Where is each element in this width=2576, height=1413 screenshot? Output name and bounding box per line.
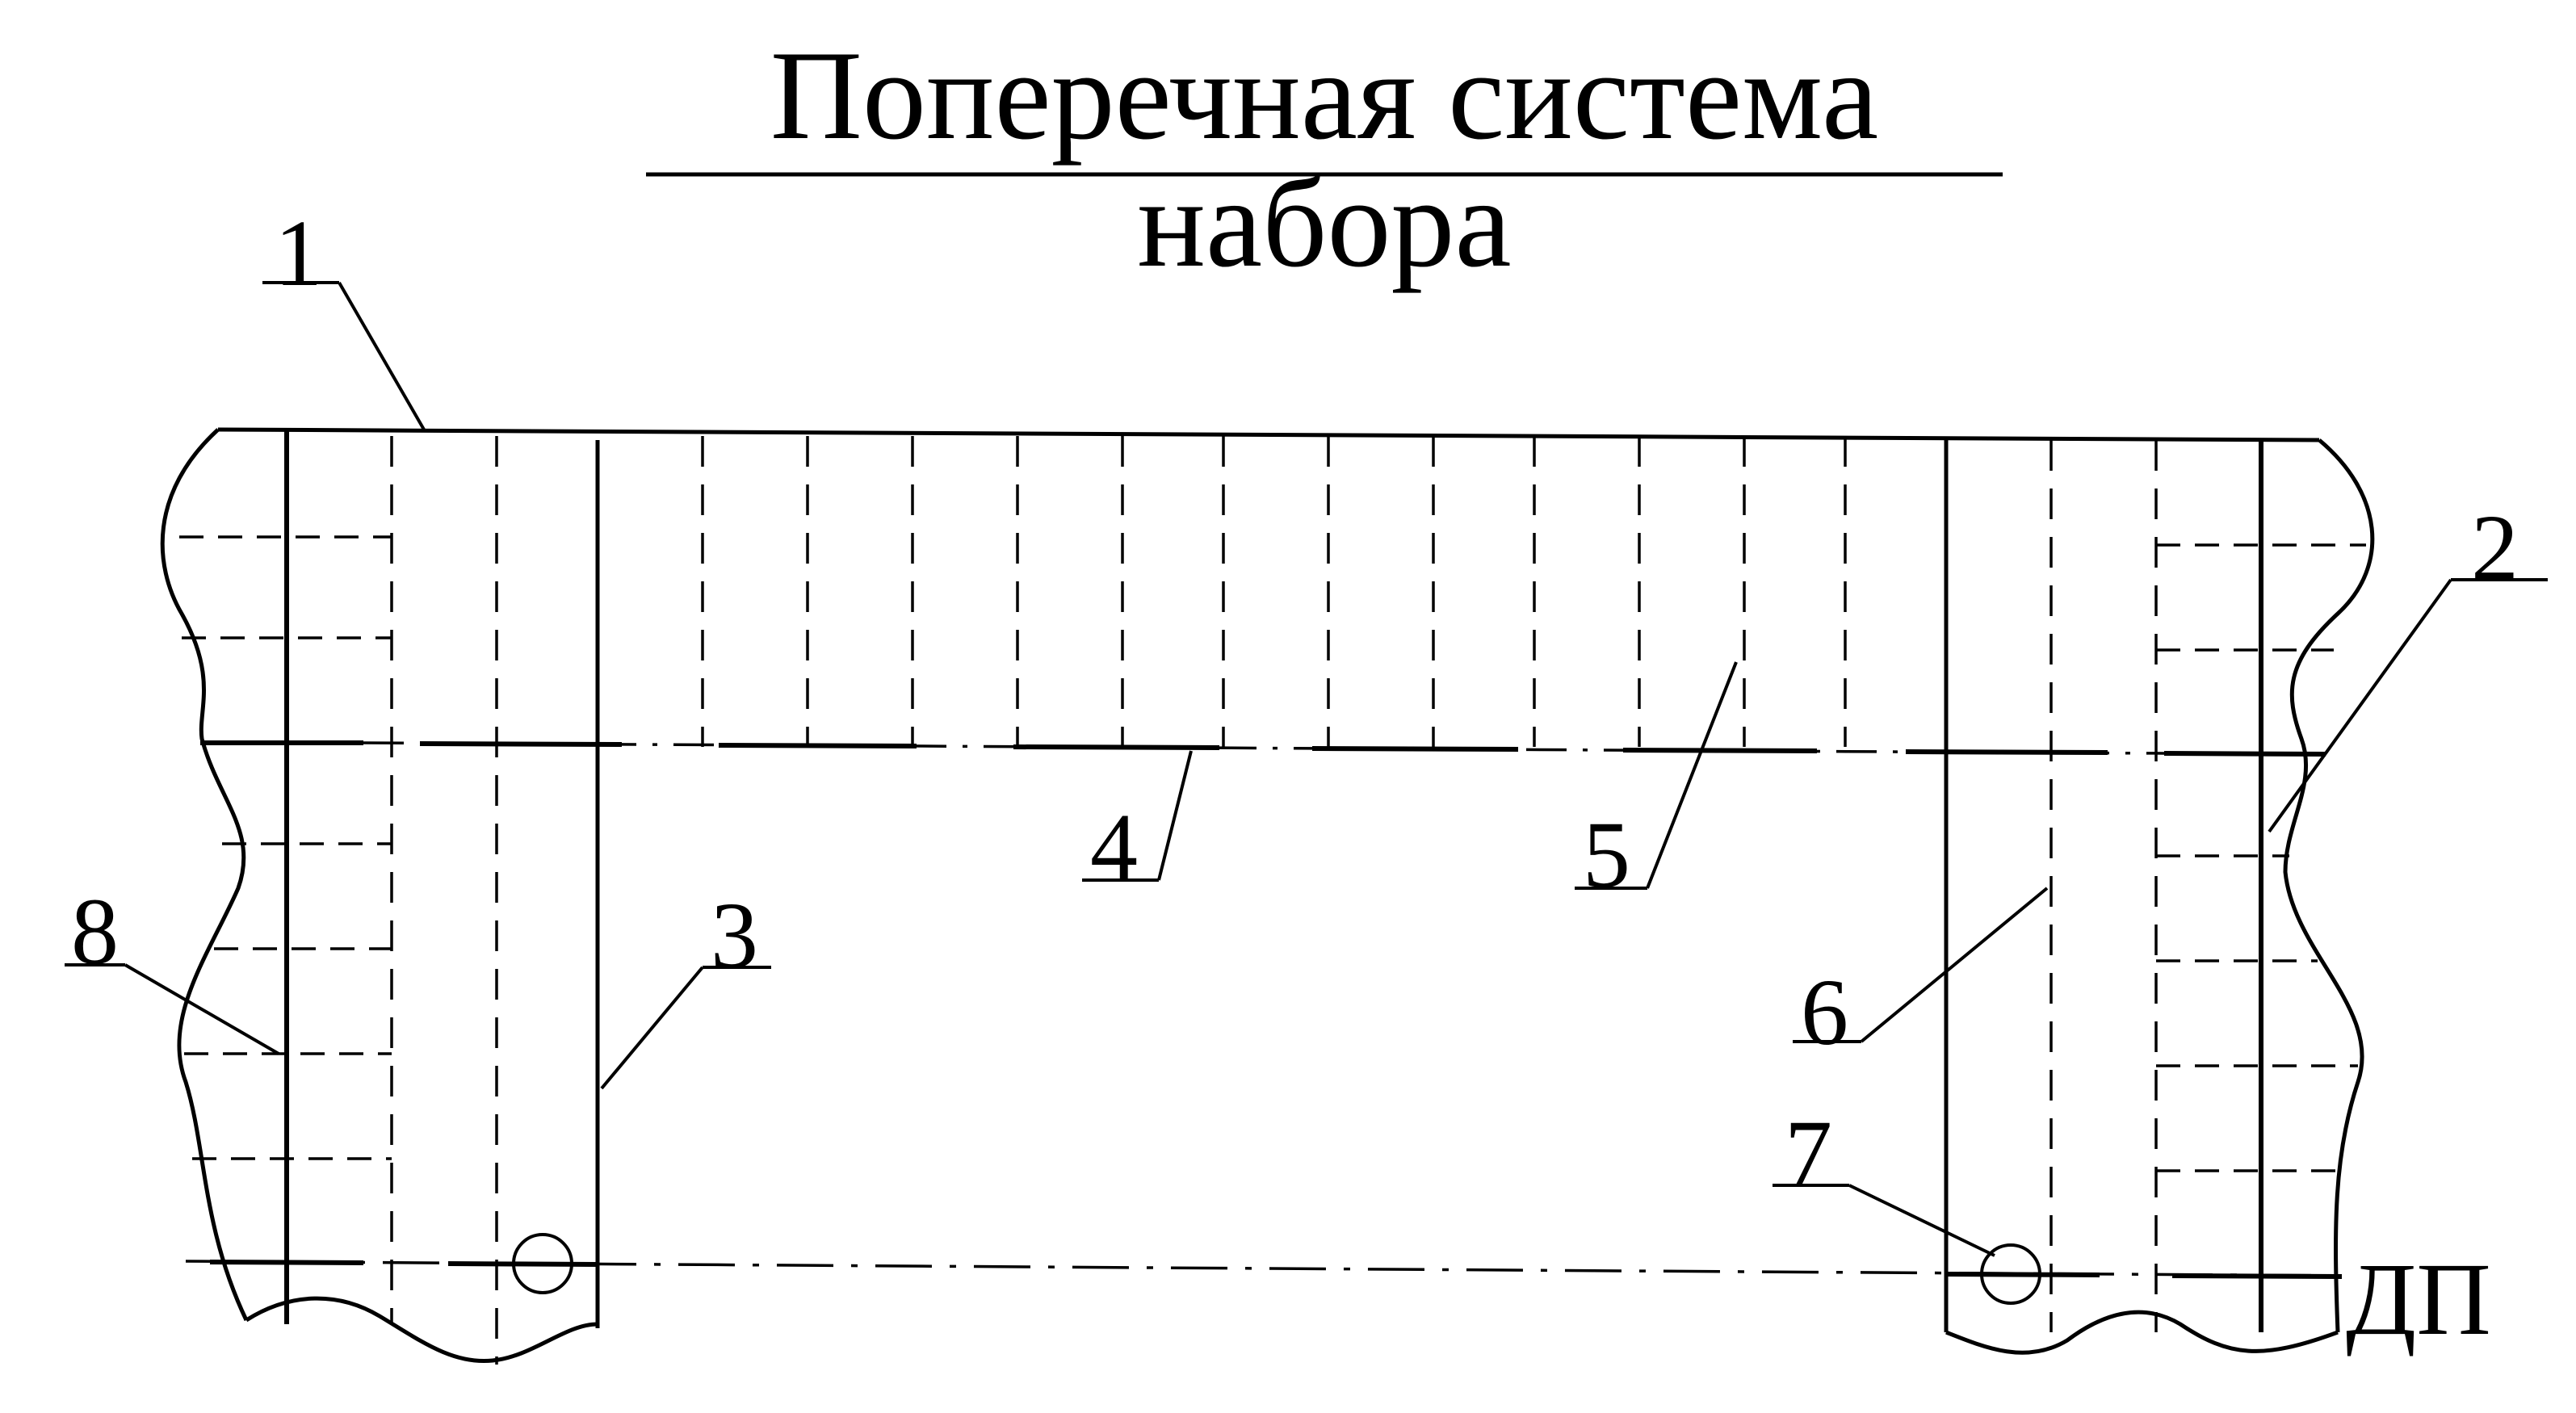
longitudinal-line-dashes (363, 741, 2165, 755)
label-3: 3 (711, 883, 758, 988)
diagram-title: Поперечная система набора (770, 25, 1879, 294)
label-7: 7 (1785, 1101, 1832, 1206)
solid-frames (284, 430, 2263, 1332)
label-5: 5 (1583, 802, 1630, 908)
label-8: 8 (71, 878, 119, 984)
dash-dot-verticals (596, 440, 1948, 1332)
right-stiffeners (2156, 543, 2366, 1172)
label-dp: ДП (2346, 1242, 2491, 1356)
deck-beams (701, 436, 1847, 747)
label-6: 6 (1801, 959, 1848, 1065)
pillar-left (512, 1233, 573, 1294)
dashed-frames (390, 436, 2158, 1365)
pillar-right (1980, 1243, 2041, 1305)
label-4: 4 (1090, 794, 1138, 899)
left-stiffeners (179, 535, 392, 1160)
label-1: 1 (275, 200, 322, 306)
label-2: 2 (2471, 495, 2519, 601)
leader-lines (65, 281, 2548, 1257)
